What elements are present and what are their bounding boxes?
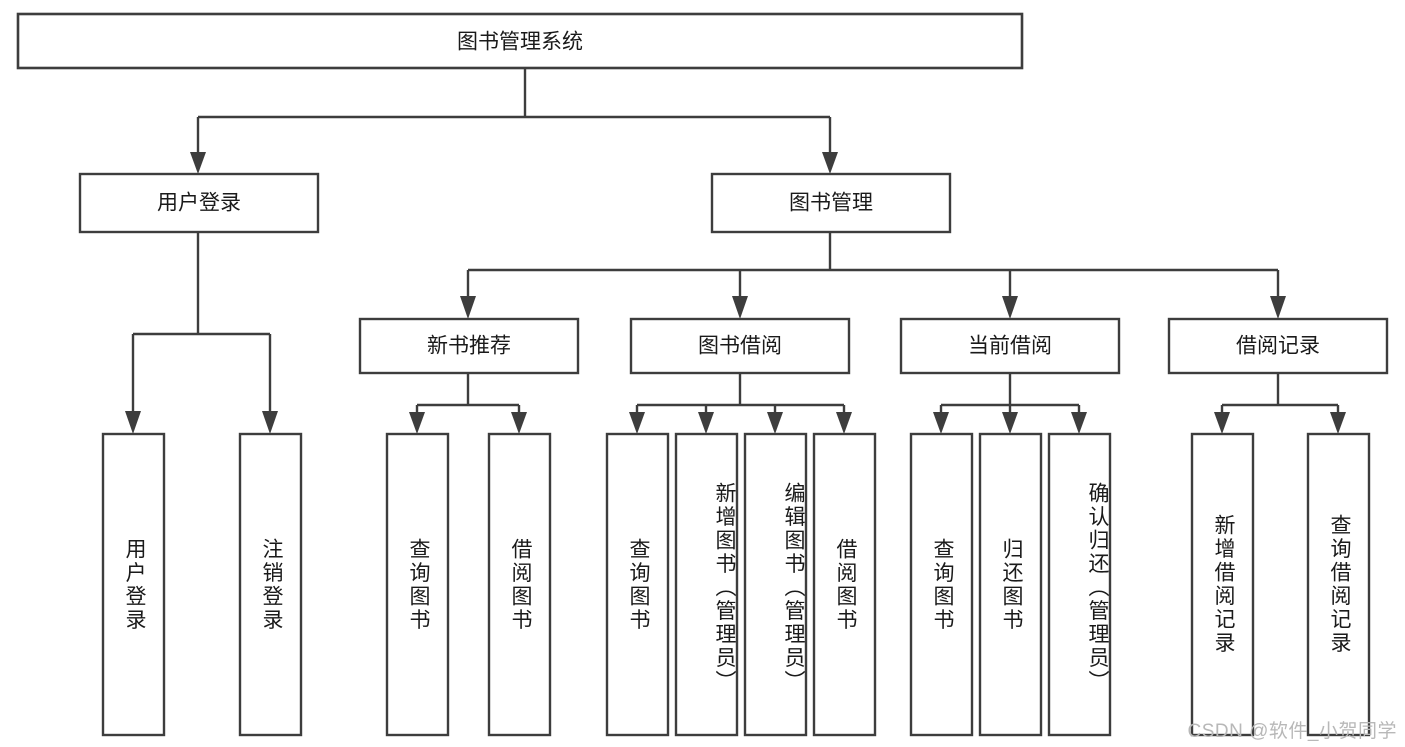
node-leaf-book-borrow-add[interactable] bbox=[674, 432, 739, 737]
node-root[interactable] bbox=[16, 12, 1024, 70]
node-book-management-label: 图书管理 bbox=[789, 192, 873, 215]
node-current-borrow[interactable] bbox=[899, 317, 1121, 375]
node-group-level2: 用户登录 图书管理 bbox=[78, 172, 952, 234]
node-group-level3: 新书推荐 图书借阅 当前借阅 借阅记录 bbox=[358, 317, 1389, 375]
arrow-head-leaf-current-borrow-3 bbox=[1071, 412, 1087, 434]
node-leaf-current-borrow-confirm-label: 确认归还（管理员） bbox=[1086, 481, 1109, 694]
arrow-head-leaf-borrow-record-2 bbox=[1330, 412, 1346, 434]
node-leaf-current-borrow-query[interactable] bbox=[909, 432, 974, 737]
arrow-head-leaf-user-login-1 bbox=[125, 411, 141, 434]
node-leaf-book-borrow-borrow[interactable] bbox=[812, 432, 877, 737]
connector-group-user-login bbox=[125, 232, 278, 434]
connector-group-root bbox=[190, 68, 838, 174]
arrow-head-user-login bbox=[190, 152, 206, 174]
node-leaf-book-borrow-query[interactable] bbox=[605, 432, 670, 737]
connector-group-current-borrow bbox=[933, 373, 1087, 434]
node-leaf-new-book-borrow[interactable] bbox=[487, 432, 552, 737]
node-leaf-book-borrow-borrow-label: 借阅图书 bbox=[833, 537, 857, 632]
node-borrow-record-label: 借阅记录 bbox=[1236, 335, 1320, 358]
node-new-book-recommend-label: 新书推荐 bbox=[427, 335, 511, 358]
node-leaf-user-login-login-label: 用户登录 bbox=[122, 537, 146, 632]
node-borrow-record[interactable] bbox=[1167, 317, 1389, 375]
node-leaf-user-login-logout[interactable] bbox=[238, 432, 303, 737]
node-book-borrow[interactable] bbox=[629, 317, 851, 375]
arrow-head-leaf-new-book-2 bbox=[511, 412, 527, 434]
arrow-head-leaf-new-book-1 bbox=[409, 412, 425, 434]
arrow-head-leaf-book-borrow-1 bbox=[629, 412, 645, 434]
arrow-head-book-mgmt bbox=[822, 152, 838, 174]
arrow-head-leaf-book-borrow-2 bbox=[698, 412, 714, 434]
node-leaf-new-book-query[interactable] bbox=[385, 432, 450, 737]
node-root-label: 图书管理系统 bbox=[457, 31, 583, 54]
csdn-watermark: CSDN @软件_小贺同学 bbox=[1187, 721, 1397, 742]
node-leaf-book-borrow-add-label: 新增图书（管理员） bbox=[713, 481, 736, 694]
node-leaf-borrow-record-query-label: 查询借阅记录 bbox=[1327, 514, 1351, 655]
arrow-head-leaf-current-borrow-1 bbox=[933, 412, 949, 434]
node-leaf-current-borrow-confirm[interactable] bbox=[1047, 432, 1112, 737]
arrow-head-leaf-book-borrow-4 bbox=[836, 412, 852, 434]
arrow-head-leaf-user-login-2 bbox=[262, 411, 278, 434]
node-leaf-book-borrow-edit-label: 编辑图书（管理员） bbox=[782, 481, 805, 694]
connector-group-book-borrow bbox=[629, 373, 852, 434]
arrow-head-leaf-borrow-record-1 bbox=[1214, 412, 1230, 434]
node-user-login[interactable] bbox=[78, 172, 320, 234]
arrow-head-book-borrow bbox=[732, 296, 748, 319]
arrow-head-current-borrow bbox=[1002, 296, 1018, 319]
arrow-head-leaf-current-borrow-2 bbox=[1002, 412, 1018, 434]
node-leaf-borrow-record-add[interactable] bbox=[1190, 432, 1255, 737]
node-new-book-recommend[interactable] bbox=[358, 317, 580, 375]
node-group-root: 图书管理系统 bbox=[16, 12, 1024, 70]
node-leaf-new-book-query-label: 查询图书 bbox=[406, 537, 430, 632]
node-leaf-new-book-borrow-label: 借阅图书 bbox=[508, 537, 532, 632]
connector-group-new-book bbox=[409, 373, 527, 434]
node-user-login-label: 用户登录 bbox=[157, 192, 241, 215]
node-leaf-current-borrow-return[interactable] bbox=[978, 432, 1043, 737]
node-leaf-book-borrow-query-label: 查询图书 bbox=[626, 537, 650, 632]
node-leaf-user-login-logout-label: 注销登录 bbox=[259, 537, 283, 632]
arrow-head-borrow-record bbox=[1270, 296, 1286, 319]
node-book-management[interactable] bbox=[710, 172, 952, 234]
node-leaf-current-borrow-return-label: 归还图书 bbox=[999, 537, 1023, 632]
arrow-head-new-book bbox=[460, 296, 476, 319]
connector-group-borrow-record bbox=[1214, 373, 1346, 434]
node-leaf-book-borrow-edit[interactable] bbox=[743, 432, 808, 737]
arrow-head-leaf-book-borrow-3 bbox=[767, 412, 783, 434]
node-leaf-user-login-login[interactable] bbox=[101, 432, 166, 737]
node-leaf-borrow-record-query[interactable] bbox=[1306, 432, 1371, 737]
node-leaf-borrow-record-add-label: 新增借阅记录 bbox=[1211, 514, 1235, 655]
node-group-leaves bbox=[101, 432, 1371, 737]
node-current-borrow-label: 当前借阅 bbox=[968, 335, 1052, 358]
connector-group-book-mgmt bbox=[460, 232, 1286, 319]
node-book-borrow-label: 图书借阅 bbox=[698, 335, 782, 358]
node-leaf-current-borrow-query-label: 查询图书 bbox=[930, 537, 954, 632]
